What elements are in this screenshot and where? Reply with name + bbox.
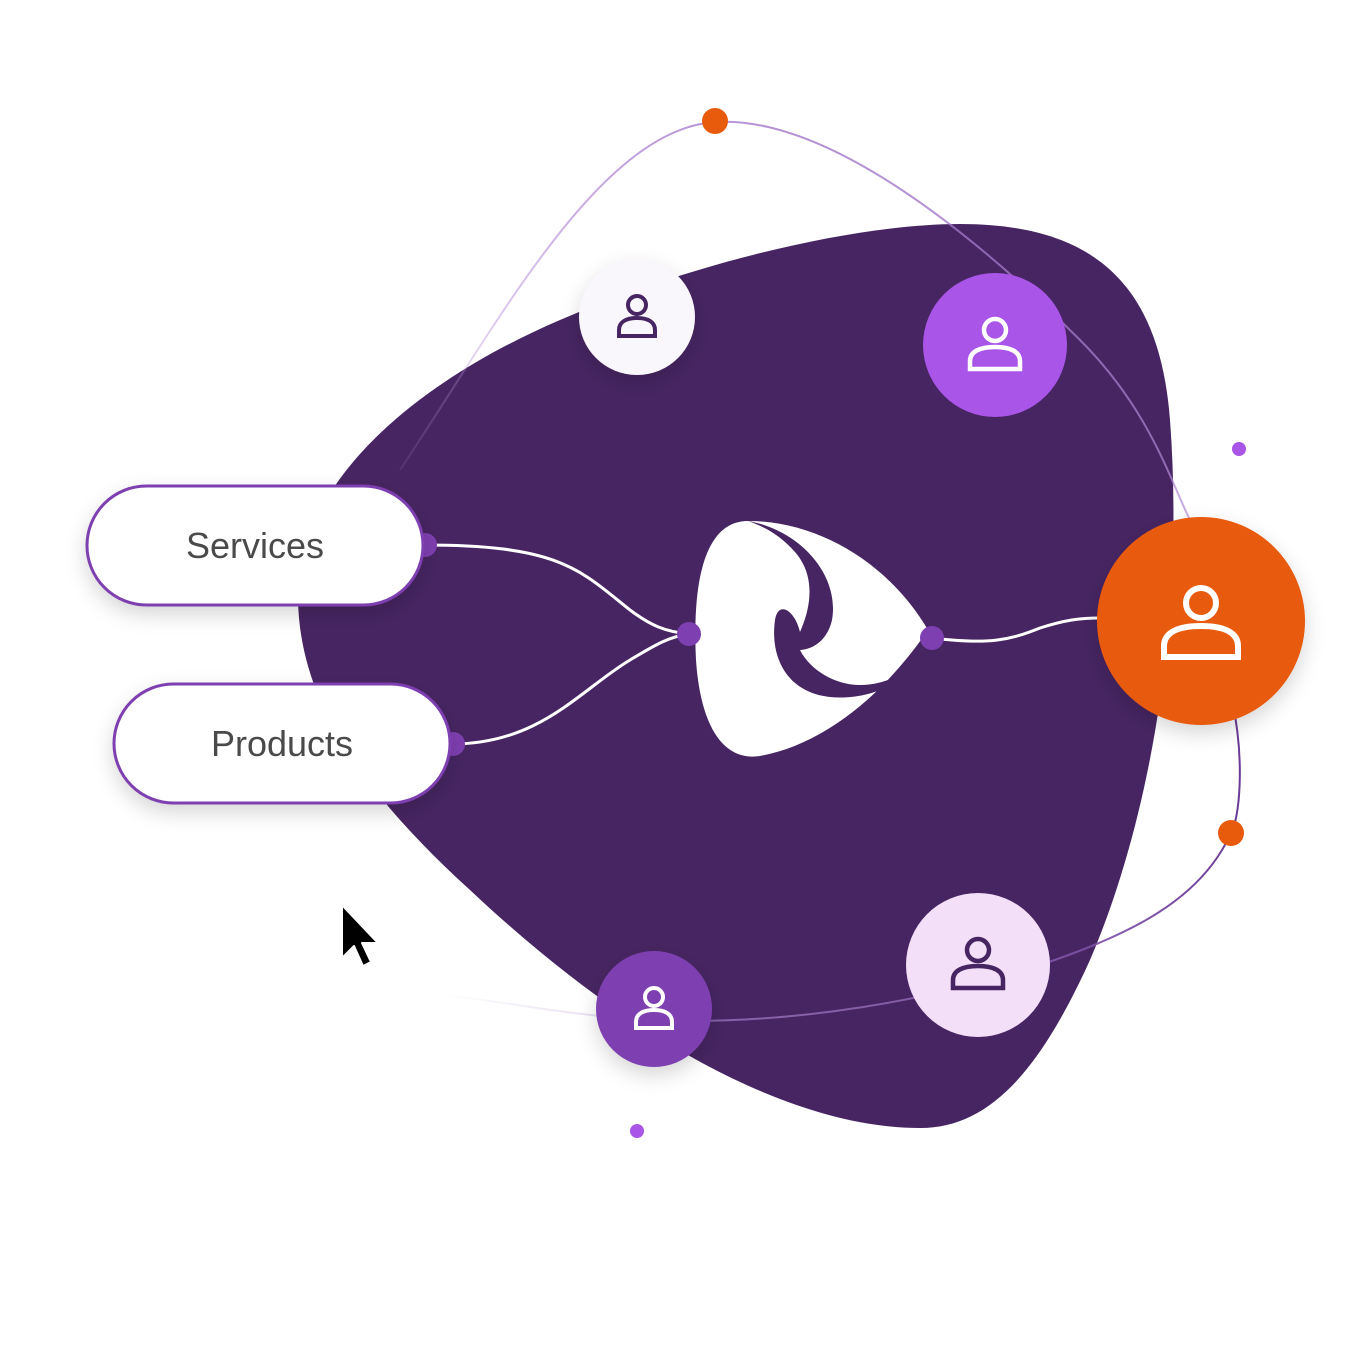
connector-hub-output bbox=[931, 616, 1101, 643]
user-node-light-top[interactable] bbox=[579, 259, 695, 375]
products-pill[interactable] bbox=[112, 682, 452, 805]
connector-dot-hub-in bbox=[677, 622, 701, 646]
user-node-orange-output[interactable] bbox=[1097, 517, 1305, 725]
connector-products-hub bbox=[451, 632, 691, 746]
orbit-dot-top bbox=[702, 108, 728, 134]
small-dot-bottom bbox=[630, 1124, 644, 1138]
user-icon bbox=[634, 986, 674, 1030]
user-icon bbox=[1161, 585, 1241, 660]
user-icon bbox=[967, 316, 1023, 372]
orbit-arc-top bbox=[399, 120, 1191, 521]
orbit-dot-right bbox=[1218, 820, 1244, 846]
connector-dot-hub-out bbox=[920, 626, 944, 650]
services-pill[interactable] bbox=[85, 484, 425, 607]
user-icon bbox=[617, 294, 657, 338]
connector-services-hub bbox=[424, 543, 691, 636]
user-icon bbox=[950, 936, 1006, 991]
products-label: Products bbox=[211, 723, 353, 764]
hub-logo bbox=[695, 521, 928, 757]
services-label: Services bbox=[186, 525, 324, 566]
logo-swirl bbox=[748, 521, 928, 698]
user-node-purple-bottom[interactable] bbox=[596, 951, 712, 1067]
user-node-lilac-bottom[interactable] bbox=[906, 893, 1050, 1037]
small-dot-right bbox=[1232, 442, 1246, 456]
user-node-violet-top[interactable] bbox=[923, 273, 1067, 417]
mouse-pointer-icon bbox=[341, 904, 379, 967]
